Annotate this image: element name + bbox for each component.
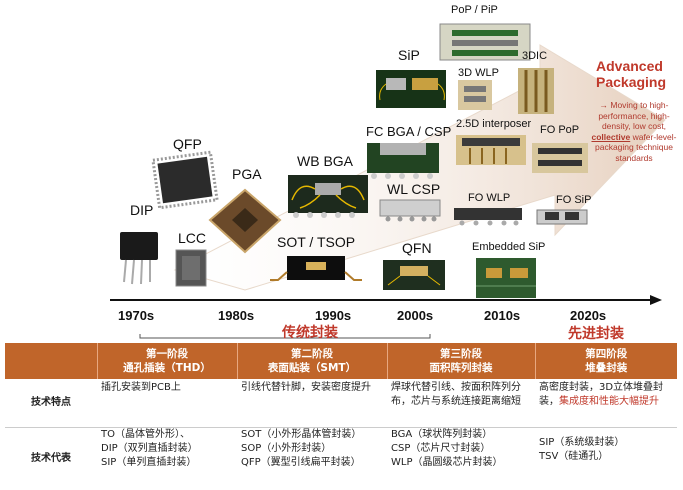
decade-2020s: 2020s: [570, 308, 606, 323]
fo-wlp-label: FO WLP: [468, 192, 510, 204]
advanced-packaging-label: 先进封装: [568, 323, 624, 343]
wb-bga-label: WB BGA: [297, 153, 353, 169]
fo-sip-label: FO SiP: [556, 194, 591, 206]
dic-3d-label: 3DIC: [522, 50, 547, 62]
cell-features-stage-2: 引线代替针脚，安装密度提升: [237, 379, 387, 428]
sip-label: SiP: [398, 47, 420, 63]
decade-1970s: 1970s: [118, 308, 154, 323]
decade-2000s: 2000s: [397, 308, 433, 323]
decade-1990s: 1990s: [315, 308, 351, 323]
fo-pop-label: FO PoP: [540, 124, 579, 136]
fo-sip-chip-image: [537, 210, 587, 224]
table-corner-cell: [5, 343, 97, 379]
lcc-chip-image: [176, 250, 206, 286]
advanced-packaging-title: Advanced Packaging: [596, 58, 666, 90]
cell-rep-stage-1: TO（晶体管外形）、DIP（双列直插封装）SIP（单列直插封装）: [97, 428, 237, 490]
table-row-representatives: 技术代表 TO（晶体管外形）、DIP（双列直插封装）SIP（单列直插封装） SO…: [5, 428, 677, 490]
row-label-features: 技术特点: [5, 379, 97, 428]
fo-wlp-chip-image: [454, 208, 522, 226]
decade-1980s: 1980s: [218, 308, 254, 323]
wlp-3d-label: 3D WLP: [458, 67, 499, 79]
interposer-25d-label: 2.5D interposer: [456, 118, 531, 130]
qfn-label: QFN: [402, 240, 432, 256]
lcc-label: LCC: [178, 230, 206, 246]
traditional-packaging-label: 传统封装: [282, 322, 338, 342]
table-row-features: 技术特点 插孔安装到PCB上 引线代替针脚，安装密度提升 焊球代替引线、按面积阵…: [5, 379, 677, 428]
pop-pip-label: PoP / PiP: [451, 4, 498, 16]
interposer-25d-chip-image: [456, 135, 526, 165]
sot-tsop-label: SOT / TSOP: [277, 234, 355, 250]
pop-pip-chip-image: [440, 24, 530, 60]
qfp-chip-image: [153, 152, 217, 208]
fc-bga-csp-label: FC BGA / CSP: [366, 124, 451, 139]
table-header-row: 第一阶段通孔插装（THD） 第二阶段表面贴装（SMT） 第三阶段面积阵列封装 第…: [5, 343, 677, 379]
dip-chip-image: [120, 232, 158, 284]
table-header-stage-2: 第二阶段表面贴装（SMT）: [237, 343, 387, 379]
qfn-chip-image: [383, 260, 445, 290]
table-header-stage-1: 第一阶段通孔插装（THD）: [97, 343, 237, 379]
table-header-stage-4: 第四阶段堆叠封装: [535, 343, 677, 379]
embedded-sip-label: Embedded SiP: [472, 241, 545, 253]
pga-label: PGA: [232, 166, 262, 182]
cell-features-stage-4: 高密度封装，3D立体堆叠封装，集成度和性能大幅提升: [535, 379, 677, 428]
cell-features-stage-1: 插孔安装到PCB上: [97, 379, 237, 428]
packaging-stages-table: 第一阶段通孔插装（THD） 第二阶段表面贴装（SMT） 第三阶段面积阵列封装 第…: [5, 343, 677, 490]
evolution-graphic: [0, 0, 683, 340]
dic-3d-chip-image: [518, 68, 554, 114]
cell-rep-stage-3: BGA（球状阵列封装）CSP（芯片尺寸封装）WLP（晶圆级芯片封装）: [387, 428, 535, 490]
wb-bga-chip-image: [288, 175, 368, 218]
fo-pop-chip-image: [532, 143, 588, 173]
dip-label: DIP: [130, 202, 153, 218]
wl-csp-label: WL CSP: [387, 181, 440, 197]
embedded-sip-chip-image: [476, 258, 536, 298]
wlp-3d-chip-image: [458, 80, 492, 110]
table-header-stage-3: 第三阶段面积阵列封装: [387, 343, 535, 379]
decade-2010s: 2010s: [484, 308, 520, 323]
row-label-representatives: 技术代表: [5, 428, 97, 490]
qfp-label: QFP: [173, 136, 202, 152]
cell-rep-stage-4: SIP（系统级封装）TSV（硅通孔）: [535, 428, 677, 490]
advanced-packaging-description: → Moving to high-performance, high-densi…: [588, 100, 680, 163]
cell-features-stage-3: 焊球代替引线、按面积阵列分布，芯片与系统连接距离缩短: [387, 379, 535, 428]
sip-chip-image: [376, 70, 446, 108]
timeline-arrowhead: [650, 295, 662, 305]
cell-rep-stage-2: SOT（小外形晶体管封装）SOP（小外形封装）QFP（翼型引线扁平封装）: [237, 428, 387, 490]
